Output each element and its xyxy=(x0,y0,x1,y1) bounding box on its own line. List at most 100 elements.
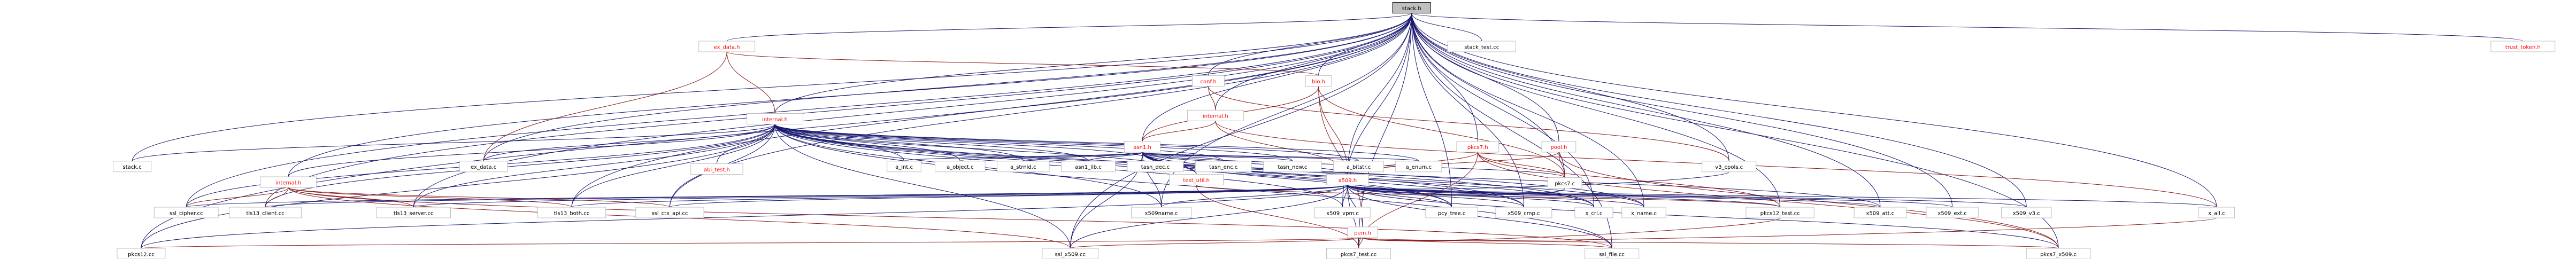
node-box xyxy=(1169,174,1224,185)
node-box xyxy=(1456,141,1500,153)
node-x509-vpm-c[interactable]: x509_vpm.c xyxy=(1314,207,1371,218)
node-label: x_crl.c xyxy=(1585,210,1602,216)
edge-x509_h-to-x509_cmp_c xyxy=(1345,182,1524,208)
node-test-util-h[interactable]: test_util.h xyxy=(1169,174,1224,185)
node-stack-test[interactable]: stack_test.cc xyxy=(1447,41,1516,52)
edge-stack_h-to-trust_token_h xyxy=(1409,10,2524,42)
node-x-crl-c[interactable]: x_crl.c xyxy=(1574,207,1613,218)
edge-internal_h_a-to-x_crl_c xyxy=(773,121,1594,208)
node-box xyxy=(935,161,986,172)
node-ssl-x509-cc[interactable]: ssl_x509.cc xyxy=(1042,248,1099,259)
node-pkcs7-test-cc[interactable]: pkcs7_test.cc xyxy=(1326,248,1391,259)
node-stack-c[interactable]: stack.c xyxy=(113,161,152,172)
edge-x509_h-to-x509_ext_c xyxy=(1345,181,1953,208)
node-pkcs7-c[interactable]: pkcs7.c xyxy=(1547,177,1582,189)
edge-stack_h-to-tls13_server_cc xyxy=(413,10,1414,208)
node-tls13-client-cc[interactable]: tls13_client.cc xyxy=(229,207,302,218)
node-pkcs7-h[interactable]: pkcs7.h xyxy=(1456,141,1500,153)
node-box xyxy=(1347,226,1378,238)
node-tls13-server-cc[interactable]: tls13_server.cc xyxy=(376,207,451,218)
node-a-int-c[interactable]: a_int.c xyxy=(887,161,921,172)
edge-pem_h-to-pkcs12_test_cc xyxy=(1360,217,1781,241)
edge-stack_h-to-tls13_both_cc xyxy=(571,10,1414,208)
edge-stack_h-to-x_crl_c xyxy=(1410,10,1594,208)
node-ex-data-h[interactable]: ex_data.h xyxy=(698,41,756,52)
edge-asn1_h-to-a_strnid_c xyxy=(1022,148,1144,162)
node-asn1-h[interactable]: asn1.h xyxy=(1124,141,1161,153)
node-tls13-both-cc[interactable]: tls13_both.cc xyxy=(537,207,606,218)
node-trust-token-h[interactable]: trust_token.h xyxy=(2490,41,2556,52)
edge-conf_h-to-internal_h_b xyxy=(1206,83,1216,111)
node-box xyxy=(260,176,317,188)
node-x509-ext-c[interactable]: x509_ext.c xyxy=(1926,207,1979,218)
edge-stack_h-to-ssl_x509_cc xyxy=(1070,10,1414,248)
node-box xyxy=(1702,161,1757,172)
node-box xyxy=(1192,75,1225,87)
node-pem-h[interactable]: pem.h xyxy=(1347,226,1378,238)
node-tasn-enc-c[interactable]: tasn_enc.c xyxy=(1195,161,1252,172)
node-a-object-c[interactable]: a_object.c xyxy=(935,161,986,172)
node-x509-v3-c[interactable]: x509_v3.c xyxy=(2001,207,2052,218)
node-x509-cmp-c[interactable]: x509_cmp.c xyxy=(1495,207,1552,218)
node-pkcs12-cc[interactable]: pkcs12.cc xyxy=(117,248,166,259)
edge-stack_h-to-asn1_h xyxy=(1142,10,1414,142)
node-box xyxy=(2198,207,2235,218)
node-x509-h[interactable]: x509.h xyxy=(1326,174,1369,185)
node-tasn-dec-c[interactable]: tasn_dec.c xyxy=(1127,161,1184,172)
node-ssl-file-cc[interactable]: ssl_file.cc xyxy=(1585,248,1640,259)
edge-internal_h_c-to-ssl_file_cc xyxy=(286,184,1612,249)
node-x-name-c[interactable]: x_name.c xyxy=(1621,207,1666,218)
node-label: a_object.c xyxy=(947,164,974,170)
node-label: internal.h xyxy=(762,117,788,123)
node-label: a_int.c xyxy=(895,164,913,170)
node-pkcs7-x509-c[interactable]: pkcs7_x509.c xyxy=(2026,248,2091,259)
node-box xyxy=(1392,2,1431,14)
node-internal-h-b[interactable]: internal.h xyxy=(1187,109,1244,121)
node-label: ssl_ctx_api.cc xyxy=(651,210,688,216)
edge-asn1_h-to-tasn_enc_c xyxy=(1140,148,1224,162)
edge-x509_h-to-ssl_x509_cc xyxy=(1070,182,1350,248)
node-pool-h[interactable]: pool.h xyxy=(1541,141,1577,153)
node-tasn-new-c[interactable]: tasn_new.c xyxy=(1263,161,1322,172)
node-ssl-ctx-api-cc[interactable]: ssl_ctx_api.cc xyxy=(635,207,704,218)
edge-stack_h-to-ex_data_c xyxy=(483,10,1414,161)
node-label: x509_v3.c xyxy=(2013,210,2040,216)
node-label: pem.h xyxy=(1354,230,1371,236)
node-box xyxy=(635,207,704,218)
node-label: internal.h xyxy=(1203,114,1228,120)
node-box xyxy=(1547,177,1582,189)
node-internal-h-c[interactable]: internal.h xyxy=(260,176,317,188)
node-bio-h[interactable]: bio.h xyxy=(1305,75,1332,87)
node-box xyxy=(1127,161,1184,172)
node-label: tasn_dec.c xyxy=(1141,164,1170,170)
node-a-bitstr-c[interactable]: a_bitstr.c xyxy=(1333,161,1384,172)
edge-stack_h-to-stack_c xyxy=(132,10,1414,161)
node-a-enum-c[interactable]: a_enum.c xyxy=(1395,161,1442,172)
edge-pem_h-to-pkcs7_test_cc xyxy=(1358,234,1365,249)
node-box xyxy=(1621,207,1666,218)
node-pkcs12-test-cc[interactable]: pkcs12_test.cc xyxy=(1745,207,1814,218)
node-x509-att-c[interactable]: x509_att.c xyxy=(1854,207,1907,218)
node-label: asn1.h xyxy=(1133,145,1151,151)
edge-stack_h-to-x509_ext_c xyxy=(1410,10,1953,208)
node-ex-data-c[interactable]: ex_data.c xyxy=(459,161,508,172)
edge-x509_h-to-x_name_c xyxy=(1345,182,1644,208)
node-abi-test-h[interactable]: abi_test.h xyxy=(690,163,743,175)
node-x509name-c[interactable]: x509name.c xyxy=(1131,207,1192,218)
node-a-strnid-c[interactable]: a_strnid.c xyxy=(997,161,1050,172)
edge-x509_h-to-pkcs12_test_cc xyxy=(1345,181,1781,208)
node-stack-h[interactable]: stack.h xyxy=(1392,2,1431,14)
edge-stack_h-to-conf_h xyxy=(1208,10,1414,76)
edge-internal_h_c-to-tls13_client_cc xyxy=(265,184,290,208)
node-asn1-lib-c[interactable]: asn1_lib.c xyxy=(1060,161,1116,172)
node-ssl-cipher-cc[interactable]: ssl_cipher.cc xyxy=(153,207,219,218)
node-box xyxy=(537,207,606,218)
node-v3-cpols-c[interactable]: v3_cpols.c xyxy=(1702,161,1757,172)
node-x-all-c[interactable]: x_all.c xyxy=(2198,207,2235,218)
edges-layer xyxy=(132,10,2524,249)
node-conf-h[interactable]: conf.h xyxy=(1192,75,1225,87)
node-pcy-tree-c[interactable]: pcy_tree.c xyxy=(1425,207,1478,218)
node-label: internal.h xyxy=(275,180,301,186)
node-internal-h-a[interactable]: internal.h xyxy=(747,113,803,124)
edge-x509_h-to-x509_att_c xyxy=(1345,181,1881,208)
